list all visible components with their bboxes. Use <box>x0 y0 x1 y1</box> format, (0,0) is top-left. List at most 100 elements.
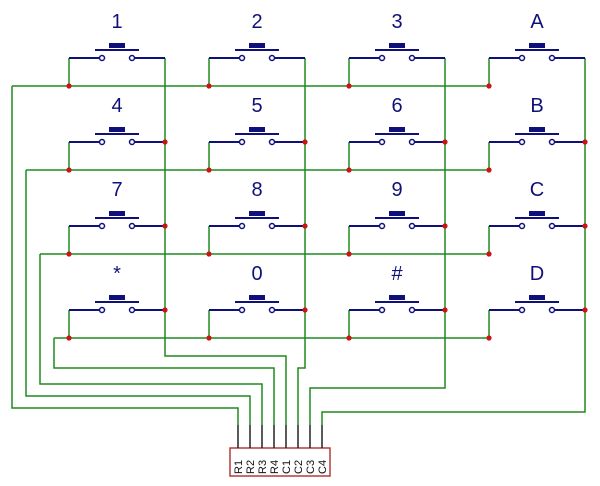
switch-contact <box>408 138 416 146</box>
junction-dot <box>66 83 72 89</box>
switch-contact <box>518 54 526 62</box>
switch-contact <box>378 306 386 314</box>
junction-dot <box>66 335 72 341</box>
junction-dot <box>162 223 168 229</box>
junction-dots <box>66 83 588 341</box>
keypad-button: 5 <box>209 95 305 146</box>
key-label: 4 <box>111 95 122 117</box>
button-cap <box>249 43 265 48</box>
switch-contact <box>518 306 526 314</box>
pin-label: C4 <box>317 460 329 474</box>
switch-contact <box>378 54 386 62</box>
pin-label: R2 <box>245 460 257 474</box>
switch-contact <box>98 306 106 314</box>
key-label: B <box>530 95 543 117</box>
switch-contact <box>408 222 416 230</box>
junction-dot <box>206 335 212 341</box>
keypad-button: C <box>489 179 585 230</box>
junction-dot <box>66 167 72 173</box>
button-cap <box>389 127 405 132</box>
junction-dot <box>442 223 448 229</box>
junction-dot <box>302 223 308 229</box>
keypad-button: 8 <box>209 179 305 230</box>
switch-contact <box>238 138 246 146</box>
junction-dot <box>162 139 168 145</box>
junction-dot <box>302 307 308 313</box>
key-label: * <box>113 263 121 285</box>
keypad-button: * <box>69 263 165 314</box>
junction-dot <box>206 83 212 89</box>
button-cap <box>389 295 405 300</box>
junction-dot <box>442 307 448 313</box>
button-cap <box>529 211 545 216</box>
junction-dot <box>302 139 308 145</box>
pin-label: R3 <box>257 460 269 474</box>
switch-contact <box>268 222 276 230</box>
switch-contact <box>378 222 386 230</box>
button-cap <box>529 43 545 48</box>
switch-contact <box>268 306 276 314</box>
button-cap <box>109 295 125 300</box>
switch-contact <box>238 54 246 62</box>
switch-contact <box>128 54 136 62</box>
keypad-button: 6 <box>349 95 445 146</box>
button-cap <box>389 211 405 216</box>
junction-dot <box>486 335 492 341</box>
pin-label: C2 <box>293 460 305 474</box>
junction-dot <box>582 223 588 229</box>
key-label: 3 <box>391 11 402 33</box>
switch-contact <box>548 54 556 62</box>
switch-contact <box>238 306 246 314</box>
junction-dot <box>486 251 492 257</box>
keypad-button: 9 <box>349 179 445 230</box>
button-cap <box>529 295 545 300</box>
column-route <box>297 310 306 425</box>
keypad-button: A <box>489 11 585 62</box>
key-label: # <box>391 263 403 285</box>
switch-contact <box>98 138 106 146</box>
column-route <box>164 310 287 425</box>
junction-dot <box>582 139 588 145</box>
switch-contact <box>548 222 556 230</box>
switch-contact <box>548 306 556 314</box>
keypad-button: 0 <box>209 263 305 314</box>
junction-dot <box>206 167 212 173</box>
junction-dot <box>346 167 352 173</box>
key-label: 7 <box>111 179 122 201</box>
junction-dot <box>346 335 352 341</box>
switch-contact <box>268 138 276 146</box>
switch-contact <box>518 138 526 146</box>
pin-label: R1 <box>233 460 245 474</box>
switch-contact <box>238 222 246 230</box>
switch-contact <box>408 306 416 314</box>
switch-contact <box>408 54 416 62</box>
keypad-button: 3 <box>349 11 445 62</box>
junction-dot <box>206 251 212 257</box>
column-route <box>321 310 586 425</box>
key-label: 5 <box>251 95 262 117</box>
junction-dot <box>442 139 448 145</box>
key-label: 9 <box>391 179 402 201</box>
button-cap <box>109 43 125 48</box>
button-cap <box>249 127 265 132</box>
switch-contact <box>98 54 106 62</box>
column-route <box>309 310 446 425</box>
row-route <box>39 254 263 425</box>
button-cap <box>529 127 545 132</box>
switch-contact <box>128 222 136 230</box>
button-cap <box>249 295 265 300</box>
key-label: A <box>530 11 544 33</box>
pin-label: C1 <box>281 460 293 474</box>
button-cap <box>109 127 125 132</box>
switch-contact <box>518 222 526 230</box>
junction-dot <box>582 307 588 313</box>
junction-dot <box>346 83 352 89</box>
button-cap <box>109 211 125 216</box>
keypad-button: # <box>349 263 445 314</box>
switch-contact <box>128 306 136 314</box>
row-route <box>25 170 251 425</box>
connector-body <box>229 447 331 477</box>
key-label: 2 <box>251 11 262 33</box>
